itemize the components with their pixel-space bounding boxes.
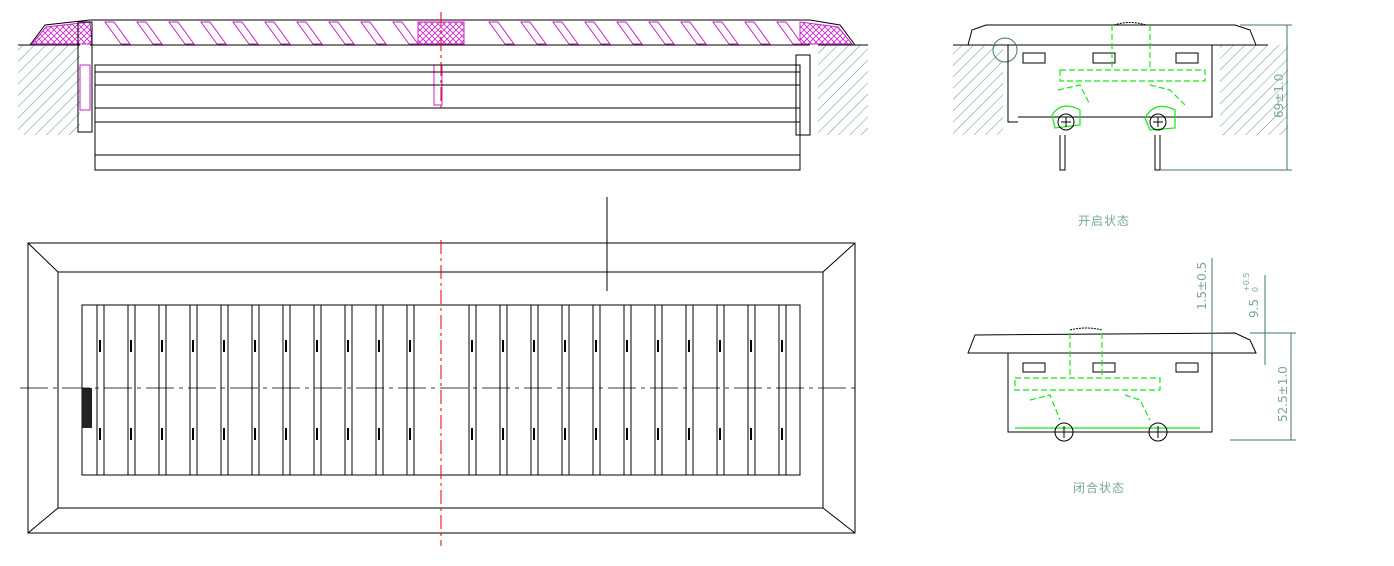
- louver-section-stripes: [104, 21, 803, 45]
- louver-section: [712, 21, 739, 45]
- section-view: [18, 12, 868, 171]
- plan-view: [20, 197, 860, 546]
- louver-section: [296, 21, 323, 45]
- flange-section-left: [30, 21, 93, 45]
- louver-section: [648, 21, 675, 45]
- louver-section: [360, 21, 387, 45]
- dimension-9-5: 9.5: [1247, 299, 1261, 318]
- louver-section: [232, 21, 259, 45]
- louver-section: [552, 21, 579, 45]
- louver-section: [744, 21, 771, 45]
- thumbwheel[interactable]: [82, 388, 92, 428]
- louver-section: [680, 21, 707, 45]
- louver-section: [488, 21, 515, 45]
- dimension-9-5-lower-tol: 0: [1251, 287, 1260, 292]
- louver-section: [392, 21, 419, 45]
- louver-section: [200, 21, 227, 45]
- dimension-1-5: 1.5±0.5: [1195, 262, 1209, 310]
- louver-section: [136, 21, 163, 45]
- dimension-69: 69±1.0: [1272, 74, 1286, 118]
- flange-section-right: [799, 21, 854, 45]
- dimension-9-5-upper-tol: +0.5: [1242, 273, 1251, 292]
- louver-section: [168, 21, 195, 45]
- louver-section: [104, 21, 131, 45]
- dimension-52-5: 52.5±1.0: [1276, 366, 1290, 422]
- louver-section: [328, 21, 355, 45]
- duct-body: [94, 64, 801, 171]
- open-state-view: 69±1.0 开启状态: [953, 22, 1292, 228]
- closed-state-label: 闭合状态: [1073, 480, 1125, 495]
- louvers: [96, 305, 787, 475]
- open-state-label: 开启状态: [1078, 214, 1130, 228]
- frame-right: [795, 54, 811, 136]
- closed-state-view: 1.5±0.5 9.5 +0.5 0 52.5±1.0 闭合状态: [967, 258, 1296, 495]
- wall-right-hatch: [818, 45, 868, 135]
- frame-left: [77, 21, 93, 133]
- louver-section: [776, 21, 803, 45]
- louver-section: [264, 21, 291, 45]
- louver-section: [616, 21, 643, 45]
- wall-left-hatch: [18, 45, 80, 135]
- grille-flange-outline: [29, 19, 856, 46]
- louver-section: [584, 21, 611, 45]
- louver-section: [520, 21, 547, 45]
